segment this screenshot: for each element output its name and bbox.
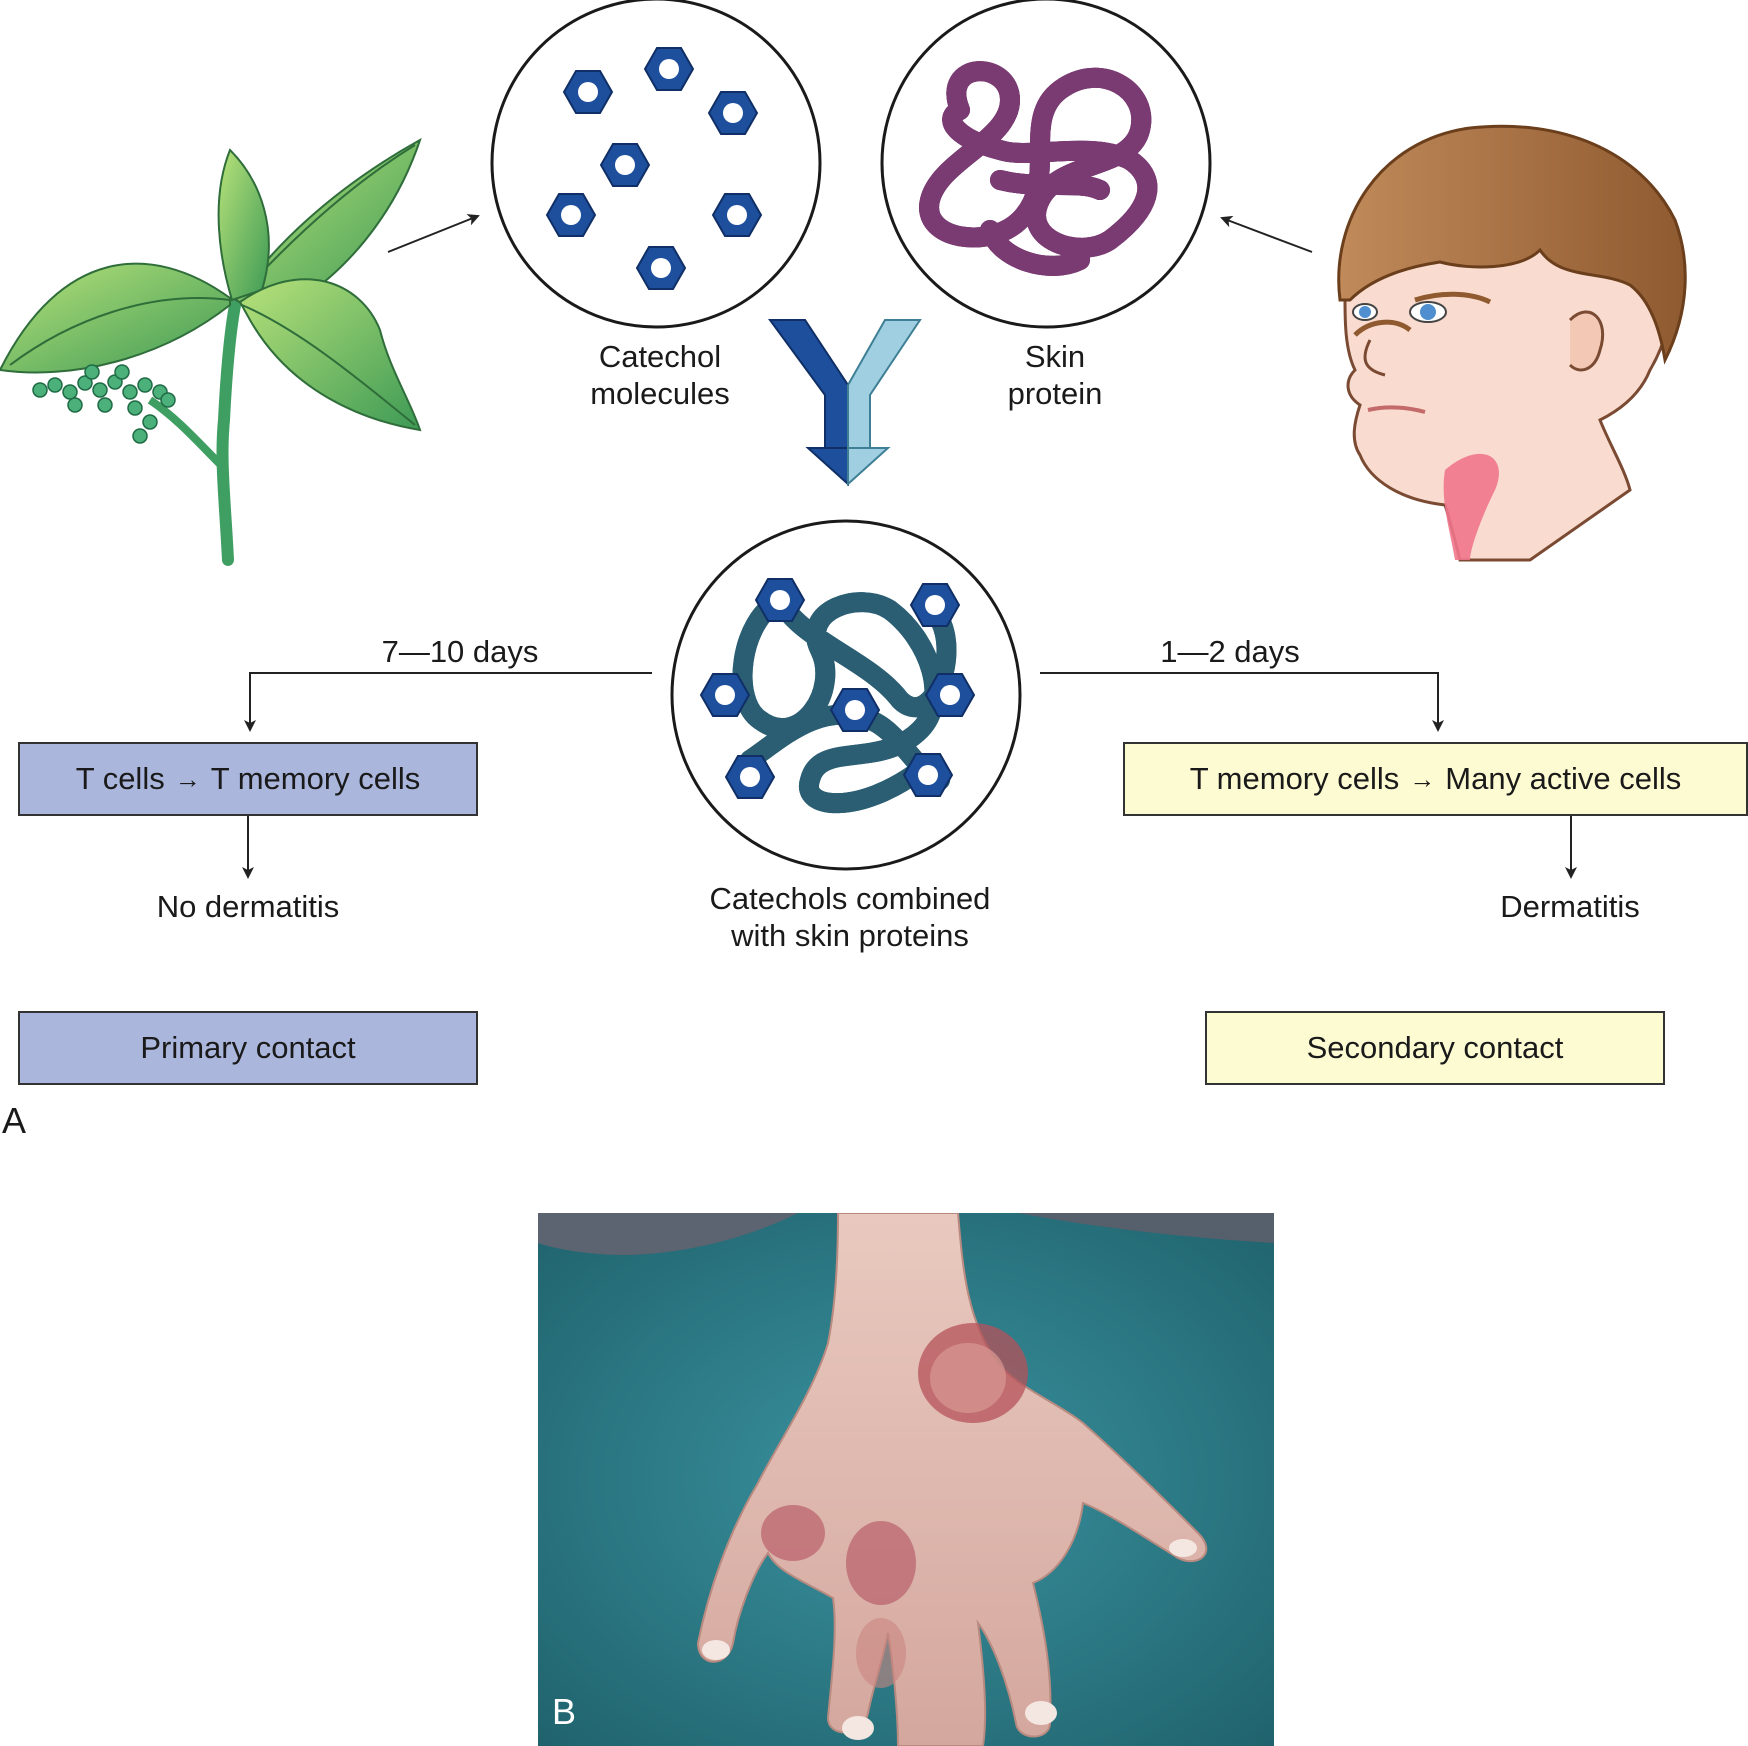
dermatitis-hand-photo: B	[538, 1213, 1274, 1746]
right-process-box: T memory cells → Many active cells	[1123, 742, 1748, 816]
panel-b-letter: B	[552, 1691, 577, 1732]
combined-catechol-protein-circle	[670, 519, 1022, 871]
left-branch-connector	[242, 672, 652, 879]
right-time-label: 1—2 days	[1160, 634, 1300, 669]
right-box-to: Many active cells	[1445, 761, 1682, 796]
left-box-arrow-icon: →	[174, 763, 201, 794]
catechol-molecules-circle	[490, 0, 822, 329]
combined-label-line-2: with skin proteins	[731, 918, 969, 953]
skin-label-line-1: Skin	[1024, 339, 1086, 374]
panel-a-letter: A	[2, 1100, 27, 1141]
combined-label: Catechols combined with skin proteins	[680, 880, 1020, 954]
left-outcome-label: No dermatitis	[156, 889, 340, 924]
right-branch-connector	[1040, 672, 1577, 879]
poison-ivy-plant-icon	[0, 137, 422, 566]
right-outcome-label: Dermatitis	[1500, 889, 1640, 924]
child-face-icon	[1337, 124, 1687, 562]
right-box-arrow-icon: →	[1409, 763, 1436, 794]
plant-to-catechol-arrow	[387, 214, 480, 253]
left-box-to: T memory cells	[210, 761, 421, 796]
merge-arrow-icon	[768, 319, 922, 487]
left-time-label: 7—10 days	[381, 634, 539, 669]
skin-protein-label: Skin protein	[955, 338, 1155, 412]
face-to-protein-arrow	[1220, 215, 1313, 253]
hand-photo-illustration	[538, 1213, 1274, 1746]
left-process-box: T cells → T memory cells	[18, 742, 478, 816]
catechol-label-line-2: molecules	[590, 376, 730, 411]
skin-label-line-2: protein	[1007, 376, 1103, 411]
skin-protein-circle	[880, 0, 1212, 329]
catechol-label-line-1: Catechol	[598, 339, 722, 374]
combined-label-line-1: Catechols combined	[709, 881, 991, 916]
left-box-from: T cells	[75, 761, 165, 796]
primary-contact-box: Primary contact	[18, 1011, 478, 1085]
secondary-contact-box: Secondary contact	[1205, 1011, 1665, 1085]
right-box-from: T memory cells	[1189, 761, 1400, 796]
catechol-label: Catechol molecules	[560, 338, 760, 412]
